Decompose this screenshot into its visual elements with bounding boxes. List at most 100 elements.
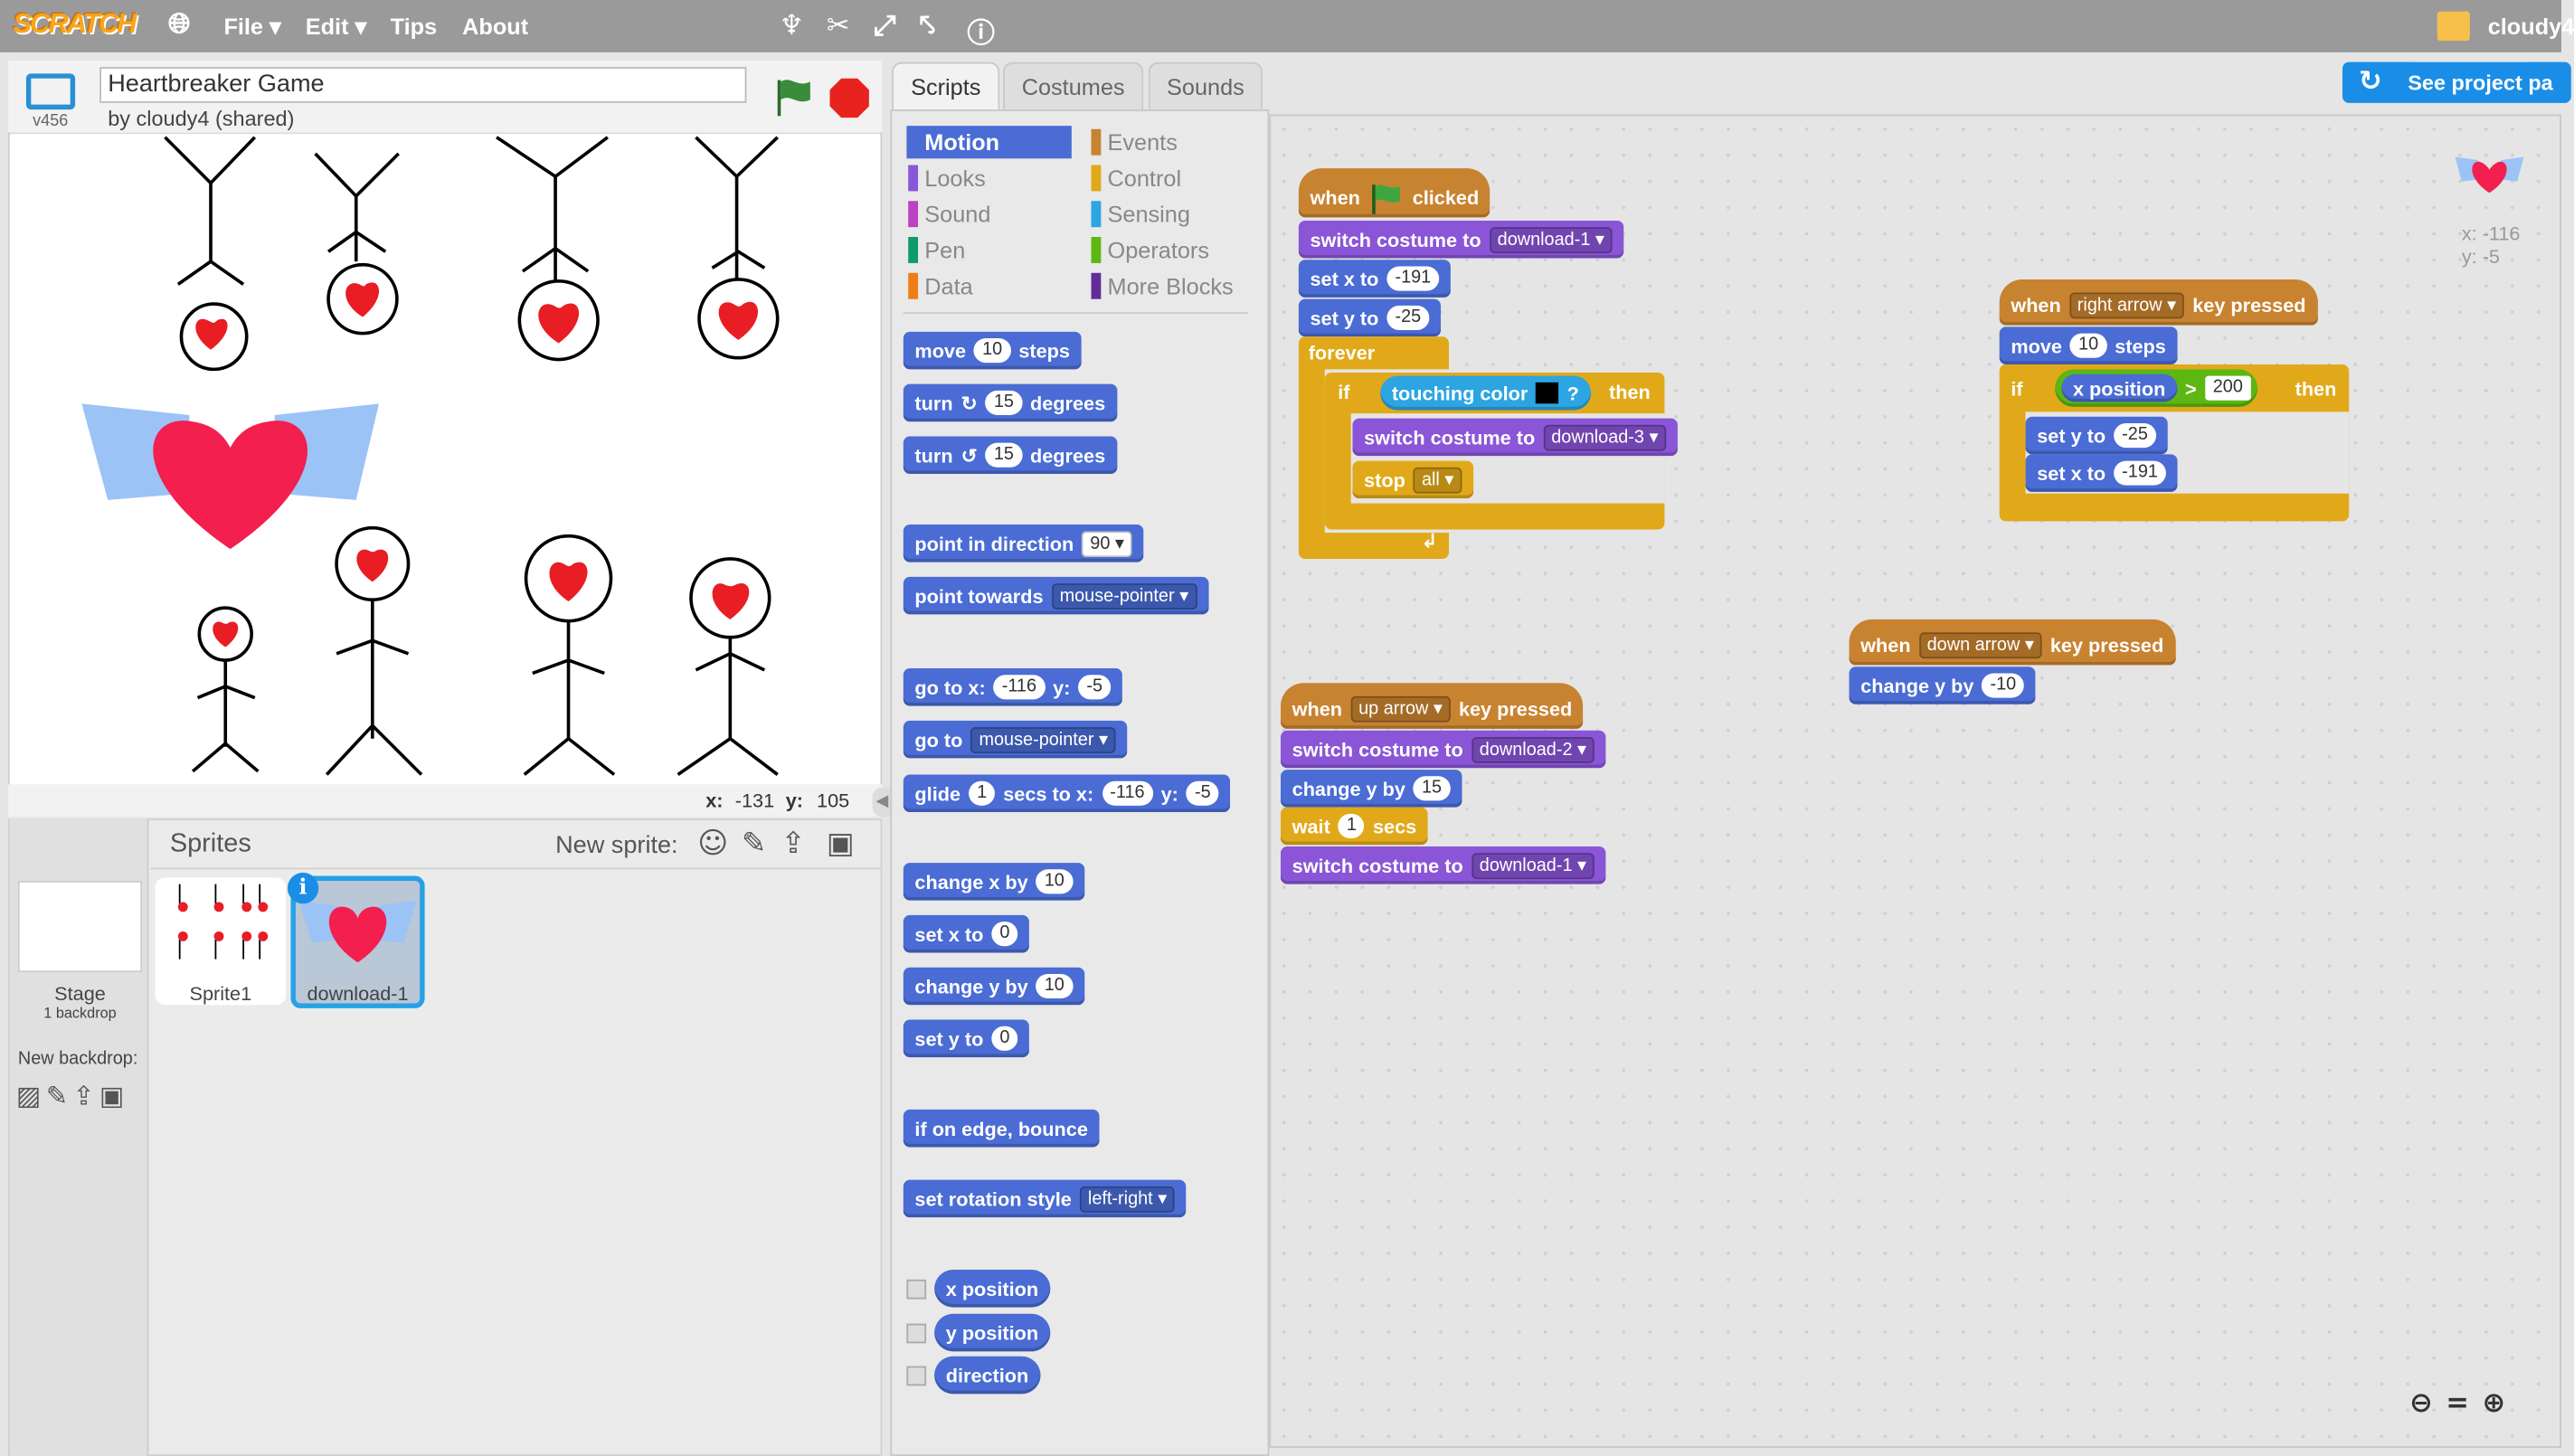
set-y-block[interactable]: set y to-25	[2025, 416, 2168, 455]
download-1-label: download-1	[307, 981, 409, 1006]
category-data[interactable]: Data	[908, 268, 973, 304]
see-project-page-button[interactable]: See project pa	[2342, 61, 2571, 103]
color-swatch[interactable]	[1536, 382, 1559, 404]
x-position-reporter[interactable]: x position	[934, 1270, 1050, 1308]
category-pen[interactable]: Pen	[908, 232, 965, 269]
category-control[interactable]: Control	[1091, 160, 1181, 196]
y-position-checkbox[interactable]	[906, 1323, 927, 1344]
backdrop-tools-icon[interactable]: ▨✎⇪▣	[16, 1080, 129, 1111]
stop-icon[interactable]	[828, 77, 871, 119]
green-flag-icon[interactable]	[771, 75, 813, 118]
sprites-header	[150, 820, 881, 870]
category-looks[interactable]: Looks	[908, 160, 986, 196]
stage-canvas[interactable]	[9, 132, 881, 783]
set-y-block[interactable]: set y to-25	[1298, 298, 1441, 337]
direction-checkbox[interactable]	[906, 1366, 927, 1386]
change-y-block[interactable]: change y by-10	[1849, 667, 2036, 704]
edit-menu[interactable]: Edit ▾	[305, 13, 367, 40]
stage-sprites	[81, 136, 780, 776]
help-icon[interactable]: ⓘ	[967, 17, 995, 52]
set-x-block[interactable]: set x to-191	[2025, 454, 2178, 492]
zoom-in-icon[interactable]: ⊕	[2482, 1387, 2506, 1421]
mouse-x-value: -131	[734, 789, 775, 813]
menu-bar	[0, 0, 2561, 52]
y-position-reporter[interactable]: y position	[934, 1313, 1050, 1352]
tab-costumes[interactable]: Costumes	[1002, 61, 1144, 111]
shrink-icon[interactable]: ⤣	[919, 9, 936, 43]
fullscreen-icon[interactable]	[25, 73, 76, 110]
username[interactable]: cloudy4	[2487, 13, 2574, 40]
about-menu[interactable]: About	[462, 13, 529, 40]
folder-icon[interactable]	[2437, 11, 2470, 42]
mouse-y-label: y:	[785, 789, 804, 813]
greater-than-block[interactable]: x position>200	[2055, 369, 2258, 407]
sprite-info-icon[interactable]: i	[287, 872, 319, 904]
duplicate-icon[interactable]: ♆	[779, 9, 805, 43]
category-sound[interactable]: Sound	[908, 196, 990, 232]
collapse-stage-icon[interactable]: ◀	[872, 787, 893, 818]
sprite-x-readout: x: -116	[2461, 222, 2521, 246]
sprite1-thumbnail[interactable]	[155, 877, 287, 1006]
category-events[interactable]: Events	[1091, 124, 1178, 160]
sprites-panel	[8, 818, 883, 1456]
download-1-thumb-image	[298, 900, 417, 963]
category-operators[interactable]: Operators	[1091, 232, 1209, 269]
upload-sprite-icon[interactable]: ⇪	[781, 827, 806, 862]
category-motion-bg	[906, 126, 1072, 159]
cut-icon[interactable]: ✂	[826, 9, 850, 43]
stage-coords-bar	[8, 784, 883, 818]
loop-arrow-icon: ↲	[1421, 529, 1438, 553]
set-x-block[interactable]: set x to-191	[1298, 260, 1451, 298]
scratch-logo[interactable]: SCRATCH	[13, 8, 137, 40]
category-sensing[interactable]: Sensing	[1091, 196, 1190, 232]
file-menu[interactable]: File ▾	[223, 13, 281, 40]
x-position-reporter[interactable]: x position	[2061, 373, 2177, 402]
project-title-input[interactable]: Heartbreaker Game	[99, 67, 747, 103]
sprite-library-icon[interactable]: ☺	[697, 827, 729, 862]
if-on-edge-bounce-block[interactable]: if on edge, bounce	[903, 1109, 1100, 1148]
tab-scripts[interactable]: Scripts	[892, 61, 1000, 111]
camera-icon[interactable]: ▣	[826, 827, 855, 862]
touching-color-block[interactable]: touching color?	[1380, 375, 1591, 411]
paint-sprite-icon[interactable]: ✎	[741, 827, 767, 862]
category-motion[interactable]: Motion	[908, 124, 999, 160]
zoom-out-icon[interactable]: ⊖	[2409, 1387, 2433, 1421]
stage-thumbnail[interactable]	[17, 880, 143, 973]
grow-icon[interactable]: ⤢	[874, 9, 896, 43]
scripts-area[interactable]	[1269, 114, 2561, 1448]
tips-menu[interactable]: Tips	[390, 13, 438, 40]
tab-sounds[interactable]: Sounds	[1148, 61, 1263, 111]
x-position-checkbox[interactable]	[906, 1279, 927, 1300]
project-byline: by cloudy4 (shared)	[108, 106, 295, 131]
version-label: v456	[33, 112, 69, 131]
globe-icon[interactable]: 🌐︎	[168, 8, 191, 42]
direction-reporter[interactable]: direction	[934, 1356, 1040, 1395]
category-more-blocks[interactable]: More Blocks	[1091, 268, 1234, 304]
zoom-reset-icon[interactable]: =	[2446, 1387, 2469, 1421]
